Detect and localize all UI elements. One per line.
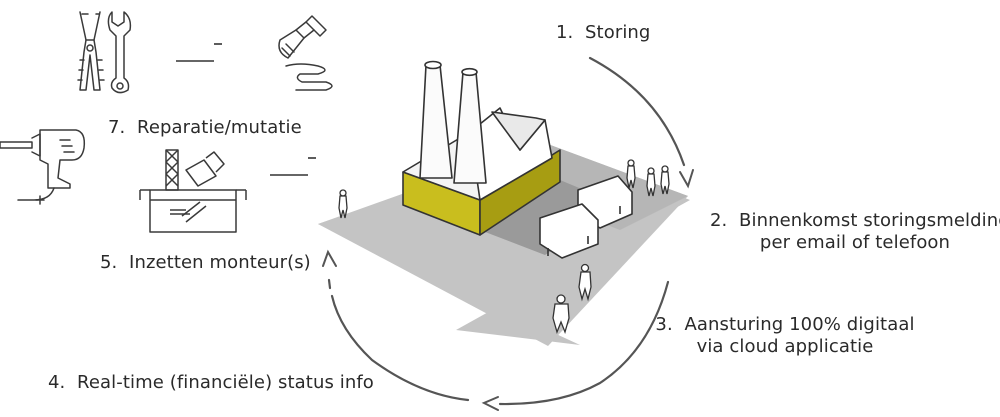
step-3-label: 3. Aansturing 100% digitaal via cloud ap… xyxy=(650,314,920,358)
wrench-icon xyxy=(107,11,132,94)
step-3-number: 3. xyxy=(655,314,673,335)
step-4-number: 4. xyxy=(48,372,66,393)
step-2-subtext: per email of telefoon xyxy=(759,232,951,253)
power-drill-icon xyxy=(0,129,86,205)
step-4-text: Real-time (financiële) status info xyxy=(77,372,374,393)
step-2-label: 2. Binnenkomst storingsmelding per email… xyxy=(710,210,1000,254)
van-icon xyxy=(539,175,633,259)
worker-figure xyxy=(338,159,670,335)
pliers-icon xyxy=(77,11,105,91)
chimney-right xyxy=(453,71,487,184)
connector-dash-mid xyxy=(270,157,316,176)
step-5-text: Inzetten monteur(s) xyxy=(129,252,311,273)
step-3-text: Aansturing 100% digitaal xyxy=(684,314,915,335)
step-3-subtext: via cloud applicatie xyxy=(696,336,874,357)
chimney-left xyxy=(419,64,453,179)
arrow-head-2 xyxy=(481,396,499,411)
step-7-text: Reparatie/mutatie xyxy=(137,117,302,138)
arc-status-to-inzetten xyxy=(330,294,470,402)
step-1-label: 1. Storing xyxy=(556,22,650,44)
step-1-text: Storing xyxy=(585,22,651,43)
step-7-label: 7. Reparatie/mutatie xyxy=(108,117,302,139)
step-2-text: Binnenkomst storingsmelding xyxy=(739,210,1000,231)
paint-brush-icon xyxy=(278,15,333,91)
arrow-head-1 xyxy=(679,169,694,189)
step-7-number: 7. xyxy=(108,117,126,138)
toolbox-icon xyxy=(139,149,247,233)
dash-a xyxy=(327,278,332,290)
arc-melding-to-aansturing xyxy=(498,280,670,406)
step-1-number: 1. xyxy=(556,22,574,43)
arc-storing-to-melding xyxy=(588,56,686,167)
step-4-label: 4. Real-time (financiële) status info xyxy=(48,372,374,394)
step-2-number: 2. xyxy=(710,210,728,231)
connector-dash-top xyxy=(176,43,222,62)
step-5-label: 5. Inzetten monteur(s) xyxy=(100,252,311,274)
step-5-number: 5. xyxy=(100,252,118,273)
cycle-arrows xyxy=(322,56,694,411)
arrow-head-3 xyxy=(322,249,337,267)
